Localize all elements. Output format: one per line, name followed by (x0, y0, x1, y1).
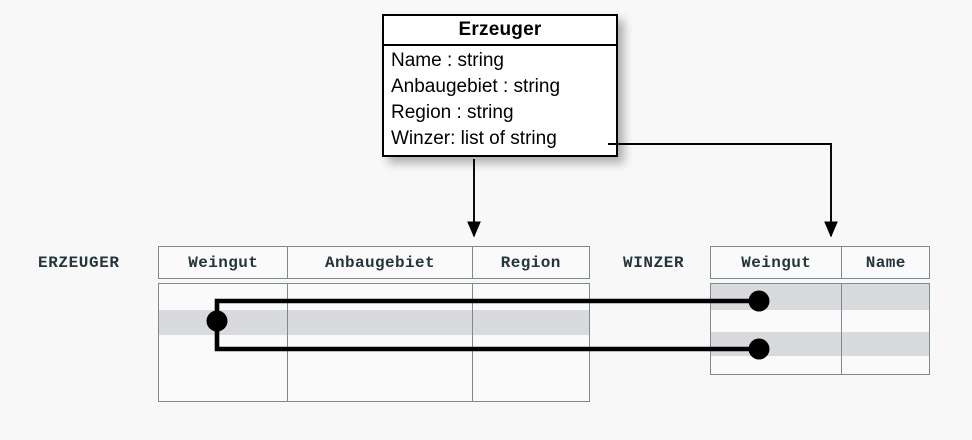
table-cell[interactable] (842, 356, 929, 374)
column-header-weingut: Weingut (711, 247, 843, 278)
table-cell[interactable] (473, 335, 589, 369)
table-label-winzer: WINZER (623, 254, 685, 272)
table-cell[interactable] (288, 335, 473, 369)
table-cell[interactable] (842, 332, 929, 356)
table-body-winzer (710, 283, 930, 375)
uml-attribute-winzer: Winzer: list of string (391, 127, 557, 149)
table-row[interactable] (159, 284, 589, 310)
uml-attribute-region: Region : string (391, 101, 514, 123)
table-cell[interactable] (711, 310, 843, 332)
table-cell[interactable] (473, 310, 589, 335)
arrow-to-winzer-table (608, 143, 838, 238)
table-cell[interactable] (711, 284, 843, 310)
table-label-erzeuger: ERZEUGER (38, 254, 120, 272)
table-cell[interactable] (288, 284, 473, 310)
table-row[interactable] (711, 310, 929, 332)
table-cell[interactable] (288, 369, 473, 401)
table-row[interactable] (159, 369, 589, 401)
table-row[interactable] (711, 356, 929, 374)
table-cell[interactable] (842, 284, 929, 310)
table-cell[interactable] (711, 332, 843, 356)
table-cell[interactable] (473, 284, 589, 310)
table-cell[interactable] (159, 369, 289, 401)
table-cell[interactable] (159, 335, 289, 369)
column-header-anbaugebiet: Anbaugebiet (288, 247, 473, 278)
table-cell[interactable] (711, 356, 843, 374)
uml-class-erzeuger: Erzeuger Name : string Anbaugebiet : str… (382, 14, 618, 157)
table-cell[interactable] (159, 310, 289, 335)
table-header-erzeuger: Weingut Anbaugebiet Region (158, 246, 590, 279)
column-header-name: Name (865, 253, 906, 272)
table-cell[interactable] (842, 310, 929, 332)
table-row[interactable] (711, 332, 929, 356)
table-row[interactable] (711, 284, 929, 310)
table-row[interactable] (159, 335, 589, 369)
table-row[interactable] (159, 310, 589, 335)
table-cell[interactable] (473, 369, 589, 401)
uml-class-name: Erzeuger (384, 16, 616, 47)
table-cell[interactable] (159, 284, 289, 310)
table-body-erzeuger (158, 283, 590, 402)
uml-attribute-name: Name : string (391, 50, 504, 72)
column-header-region: Region (500, 253, 561, 272)
column-header-weingut: Weingut (159, 247, 289, 278)
uml-attribute-list: Name : string Anbaugebiet : string Regio… (384, 46, 616, 154)
table-header-winzer: Weingut Name (710, 246, 930, 279)
table-cell[interactable] (288, 310, 473, 335)
uml-attribute-anbaugebiet: Anbaugebiet : string (391, 76, 561, 98)
